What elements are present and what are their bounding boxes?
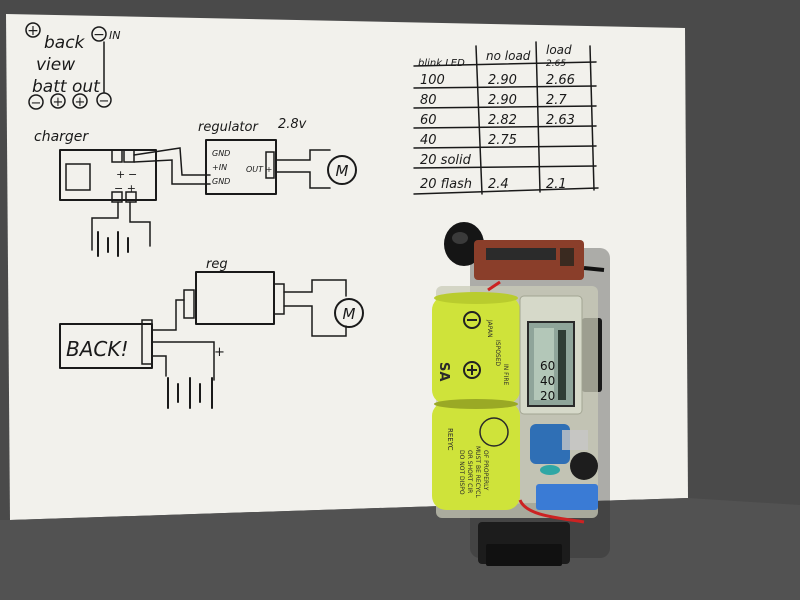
svg-text:+: +: [116, 168, 125, 181]
table-cell: 20 flash: [420, 177, 472, 192]
header-blink-led: blink LED: [418, 58, 465, 69]
table-cell: 2.63: [546, 113, 575, 128]
svg-text:+IN: +IN: [212, 163, 227, 172]
table-cell: 2.82: [488, 113, 517, 128]
charger-box: [59, 149, 157, 201]
svg-text:GND: GND: [212, 177, 230, 186]
blue-capacitor: [530, 424, 570, 464]
header-load-extra: 2.65: [546, 59, 566, 69]
note-view: view: [36, 55, 75, 75]
measurement-table: blink LED no load load 2.65 100 2.90 2.66 8…: [413, 41, 599, 195]
note-bottom-terminals: − + + −: [28, 92, 112, 111]
svg-text:ISPOSED: ISPOSED: [494, 340, 501, 367]
table-cell: 2.75: [488, 133, 517, 148]
label-voltage: 2.8v: [278, 117, 307, 132]
label-charger: charger: [34, 129, 89, 145]
device: SA JAPAN ISPOSED IN FIRE REEYC DO NOT DI…: [432, 222, 610, 566]
svg-text:GND: GND: [212, 149, 230, 158]
table-cell: 80: [420, 93, 437, 108]
svg-text:OUT +: OUT +: [246, 165, 272, 174]
minus-symbol: −: [93, 27, 105, 43]
note-back: back: [44, 33, 86, 53]
svg-text:M: M: [336, 162, 349, 180]
svg-text:−: −: [128, 168, 137, 181]
svg-text:DO NOT DISPO: DO NOT DISPO: [458, 450, 465, 495]
led-label-60: 60: [540, 359, 555, 373]
note-in: IN: [109, 29, 120, 42]
label-reg: reg: [206, 257, 228, 272]
motor-symbol-2: [334, 298, 364, 328]
blue-block: [536, 484, 598, 510]
table-cell: 40: [420, 133, 437, 148]
table-cell: 20 solid: [420, 153, 472, 168]
header-no-load: no load: [486, 49, 531, 63]
battery-bottom: [432, 402, 520, 510]
svg-text:IN FIRE: IN FIRE: [502, 364, 509, 386]
table-cell: 2.7: [546, 93, 567, 108]
inductor: [570, 452, 598, 480]
table-cell: 2.90: [488, 93, 517, 108]
label-back: BACK!: [66, 337, 129, 361]
svg-text:+: +: [53, 95, 64, 110]
table-cell: 60: [420, 113, 437, 128]
svg-text:SA: SA: [436, 362, 451, 381]
table-cell: 2.4: [488, 177, 509, 192]
regulator-box: [205, 139, 277, 195]
led-label-40: 40: [540, 374, 555, 388]
table-rows: 100 2.90 2.66 80 2.90 2.7 60 2.82 2.63 40 2.75 20 s…: [420, 73, 575, 192]
svg-text:− +: − +: [114, 182, 136, 195]
svg-text:REEYC: REEYC: [446, 428, 454, 451]
svg-text:OR SHORT CIR: OR SHORT CIR: [466, 450, 473, 493]
motor-symbol: [327, 155, 357, 185]
wiring-diagram-1: charger + − − + regulator 2.8v GND +IN G…: [34, 117, 357, 257]
svg-text:+: +: [214, 345, 225, 360]
table-cell: 2.66: [546, 73, 575, 88]
led-label-20: 20: [540, 389, 555, 403]
table-cell: 100: [420, 73, 445, 88]
wiring-diagram-2: reg M BACK! +: [59, 257, 364, 409]
svg-text:MUST BE RECYCL: MUST BE RECYCL: [474, 446, 481, 498]
label-regulator: regulator: [198, 120, 259, 135]
battery-top: [432, 296, 520, 404]
svg-text:JAPAN: JAPAN: [486, 319, 493, 338]
svg-text:+: +: [75, 95, 86, 110]
table-cell: 2.1: [546, 177, 567, 192]
note-batt-out: batt out: [32, 77, 101, 97]
svg-text:−: −: [99, 94, 110, 109]
header-load: load: [546, 43, 572, 57]
svg-text:OF PROPERLY: OF PROPERLY: [482, 450, 489, 491]
svg-text:M: M: [343, 305, 356, 323]
svg-text:−: −: [31, 96, 42, 111]
plus-symbol: +: [27, 23, 39, 39]
paper-shadow: [0, 498, 800, 600]
top-left-notes: + back − IN view batt out − + + −: [25, 22, 120, 111]
table-cell: 2.90: [488, 73, 517, 88]
